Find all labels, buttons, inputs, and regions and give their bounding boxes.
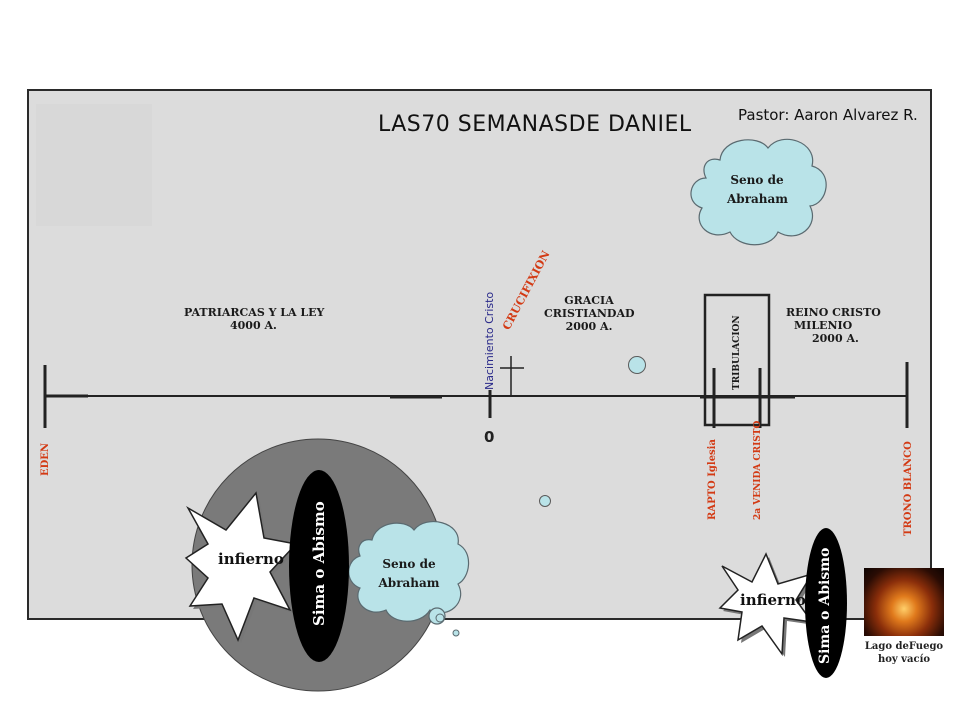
bubble (435, 613, 445, 623)
lago-line2: hoy vacío (877, 654, 931, 665)
era-gracia-line3: 2000 A. (565, 320, 613, 333)
era-gracia: GRACIA CRISTIANDAD 2000 A. (544, 294, 635, 333)
era-gracia-line2: CRISTIANDAD (544, 307, 635, 320)
page-title: LAS70 SEMANASDE DANIEL (378, 112, 692, 137)
era-reino-line2: MILENIO (794, 319, 853, 332)
seno-bottom-line2: Abraham (378, 576, 440, 590)
label-venida: 2a VENIDA CRISTO (753, 420, 763, 520)
infierno-right-label: infierno (740, 591, 806, 609)
lago-line1: Lago deFuego (864, 641, 944, 652)
era-reino-line3: 2000 A. (812, 332, 859, 345)
lago-label: Lago deFuego hoy vacío (858, 640, 950, 666)
seno-top-line1: Seno de (730, 173, 784, 187)
zero-label: 0 (484, 428, 495, 446)
sima-left (289, 470, 349, 662)
era-patriarcas: PATRIARCAS Y LA LEY 4000 A. (184, 306, 324, 332)
label-eden: EDEN (40, 442, 51, 476)
era-reino-line1: REINO CRISTO (786, 306, 881, 319)
seno-bottom-label: Seno de Abraham (377, 555, 441, 593)
label-nacimiento: Nacimiento Cristo (483, 291, 496, 390)
cloud-top (690, 138, 827, 246)
sima-left-label: Sima o Abismo (310, 501, 328, 626)
fire-lake-image (864, 568, 944, 636)
label-rapto: RAPTO Iglesia (707, 439, 718, 520)
cross-icon (500, 356, 524, 396)
cloud-bottom (348, 521, 470, 622)
tribulacion-box (703, 293, 771, 427)
bubble (452, 629, 460, 637)
placeholder-box (36, 104, 152, 226)
sima-right (805, 528, 847, 678)
seno-top-line2: Abraham (727, 192, 788, 206)
seno-bottom-line1: Seno de (382, 557, 436, 571)
infierno-left-label: infierno (218, 550, 284, 568)
label-trono: TRONO BLANCO (903, 441, 914, 536)
era-reino: REINO CRISTO MILENIO 2000 A. (786, 306, 881, 345)
seno-top-label: Seno de Abraham (727, 171, 788, 209)
sima-right-label: Sima o Abismo (817, 547, 833, 664)
bubble (628, 356, 646, 374)
label-tribulacion: TRIBULACION (732, 315, 742, 390)
era-patriarcas-line2: 4000 A. (230, 319, 277, 332)
starburst-left (184, 491, 298, 642)
starburst-right (718, 552, 814, 657)
era-gracia-line1: GRACIA (564, 294, 614, 307)
pastor-label: Pastor: Aaron Alvarez R. (738, 106, 918, 124)
era-patriarcas-line1: PATRIARCAS Y LA LEY (184, 306, 325, 319)
bubble (539, 495, 551, 507)
